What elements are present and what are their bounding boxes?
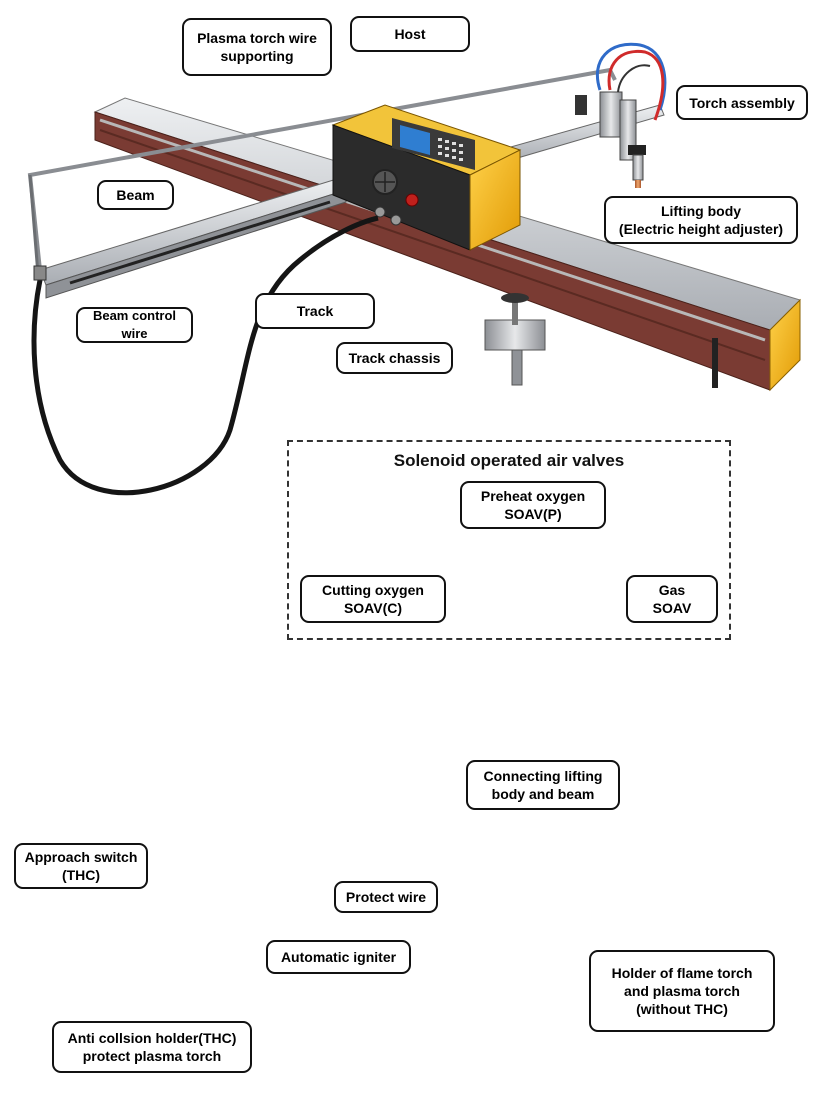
label-holder-flame-plasma: Holder of flame torch and plasma torch (…: [589, 950, 775, 1032]
label-beam-control-wire: Beam control wire: [76, 307, 193, 343]
torch-assembly: [575, 42, 667, 188]
label-torch-assembly: Torch assembly: [676, 85, 808, 120]
track-chassis: [484, 293, 546, 386]
label-host: Host: [350, 16, 470, 52]
label-protect-wire: Protect wire: [334, 881, 438, 913]
label-track: Track: [255, 293, 375, 329]
label-beam: Beam: [97, 180, 174, 210]
wire-support-frame: [27, 67, 617, 276]
label-plasma-torch-wire-supporting: Plasma torch wire supporting: [182, 18, 332, 76]
host-unit: [331, 104, 522, 251]
label-cutting-oxygen: Cutting oxygen SOAV(C): [300, 575, 446, 623]
beam: [39, 104, 665, 299]
solenoid-group-frame: [287, 440, 731, 640]
label-preheat-oxygen: Preheat oxygen SOAV(P): [460, 481, 606, 529]
solenoid-section-title: Solenoid operated air valves: [393, 451, 625, 470]
label-anti-collision-holder: Anti collsion holder(THC) protect plasma…: [52, 1021, 252, 1073]
label-approach-switch: Approach switch (THC): [14, 843, 148, 889]
label-lifting-body: Lifting body (Electric height adjuster): [604, 196, 798, 244]
beam-control-wire: [31, 215, 379, 496]
label-connecting-lifting-body: Connecting lifting body and beam: [466, 760, 620, 810]
label-automatic-igniter: Automatic igniter: [266, 940, 411, 974]
label-gas-soav: Gas SOAV: [626, 575, 718, 623]
label-track-chassis: Track chassis: [336, 342, 453, 374]
